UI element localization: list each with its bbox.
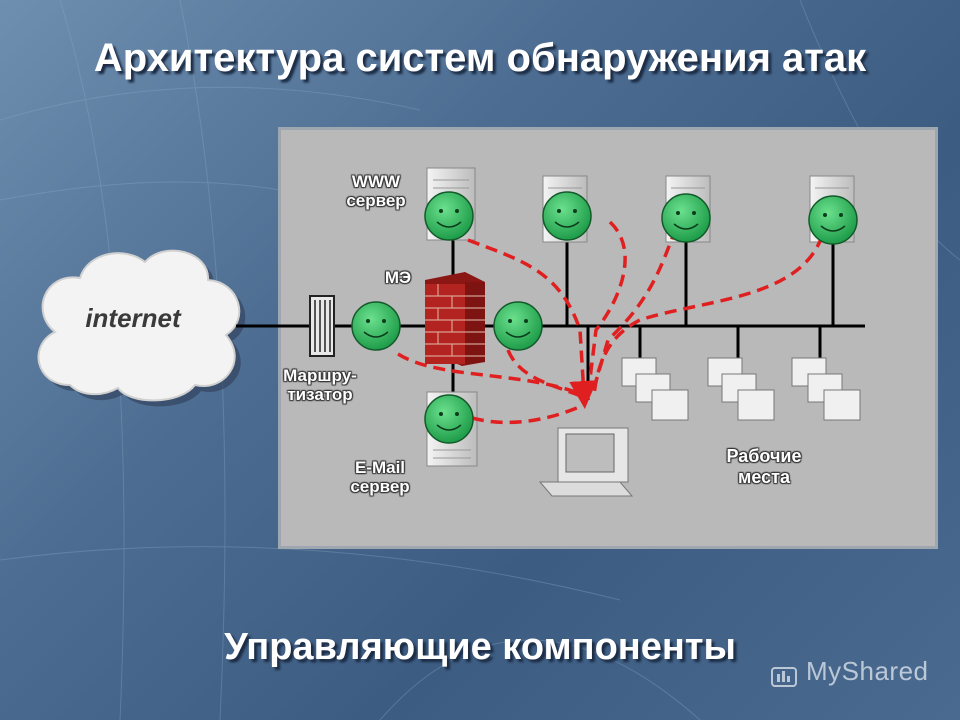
internet-cloud [37, 249, 246, 407]
agent-server-2 [542, 191, 592, 241]
slide-title: Архитектура систем обнаружения атак [93, 36, 867, 80]
mail-server-label: E-Mail сервер [330, 458, 430, 496]
internet-label: internet [85, 303, 182, 333]
agent-www [424, 191, 474, 241]
workstations-label-line1: Рабочие [726, 446, 802, 466]
firewall-label: МЭ [384, 268, 412, 287]
workstations [621, 357, 861, 421]
router-label-line2: тизатор [287, 385, 353, 404]
router-label-line1: Маршру- [283, 366, 357, 385]
agent-router [351, 301, 401, 351]
management-console [538, 427, 634, 497]
agent-mail [424, 394, 474, 444]
agent-firewall [493, 301, 543, 351]
firewall [425, 272, 485, 366]
workstations-label: Рабочие места [706, 446, 822, 488]
myshared-logo-icon [771, 667, 797, 687]
watermark-text: MyShared [806, 656, 929, 686]
www-server-label-line1: WWW [351, 172, 401, 191]
mail-server-label-line2: сервер [350, 477, 410, 496]
workstations-label-line2: места [738, 467, 790, 487]
mail-server-label-line1: E-Mail [354, 458, 406, 477]
router [309, 295, 335, 357]
www-server-label: WWW сервер [330, 172, 422, 210]
www-server-label-line2: сервер [346, 191, 406, 210]
agent-server-3 [661, 193, 711, 243]
router-label: Маршру- тизатор [270, 366, 370, 404]
slide-subtitle: Управляющие компоненты [224, 626, 736, 668]
agent-server-4 [808, 195, 858, 245]
attack-paths [397, 220, 824, 425]
